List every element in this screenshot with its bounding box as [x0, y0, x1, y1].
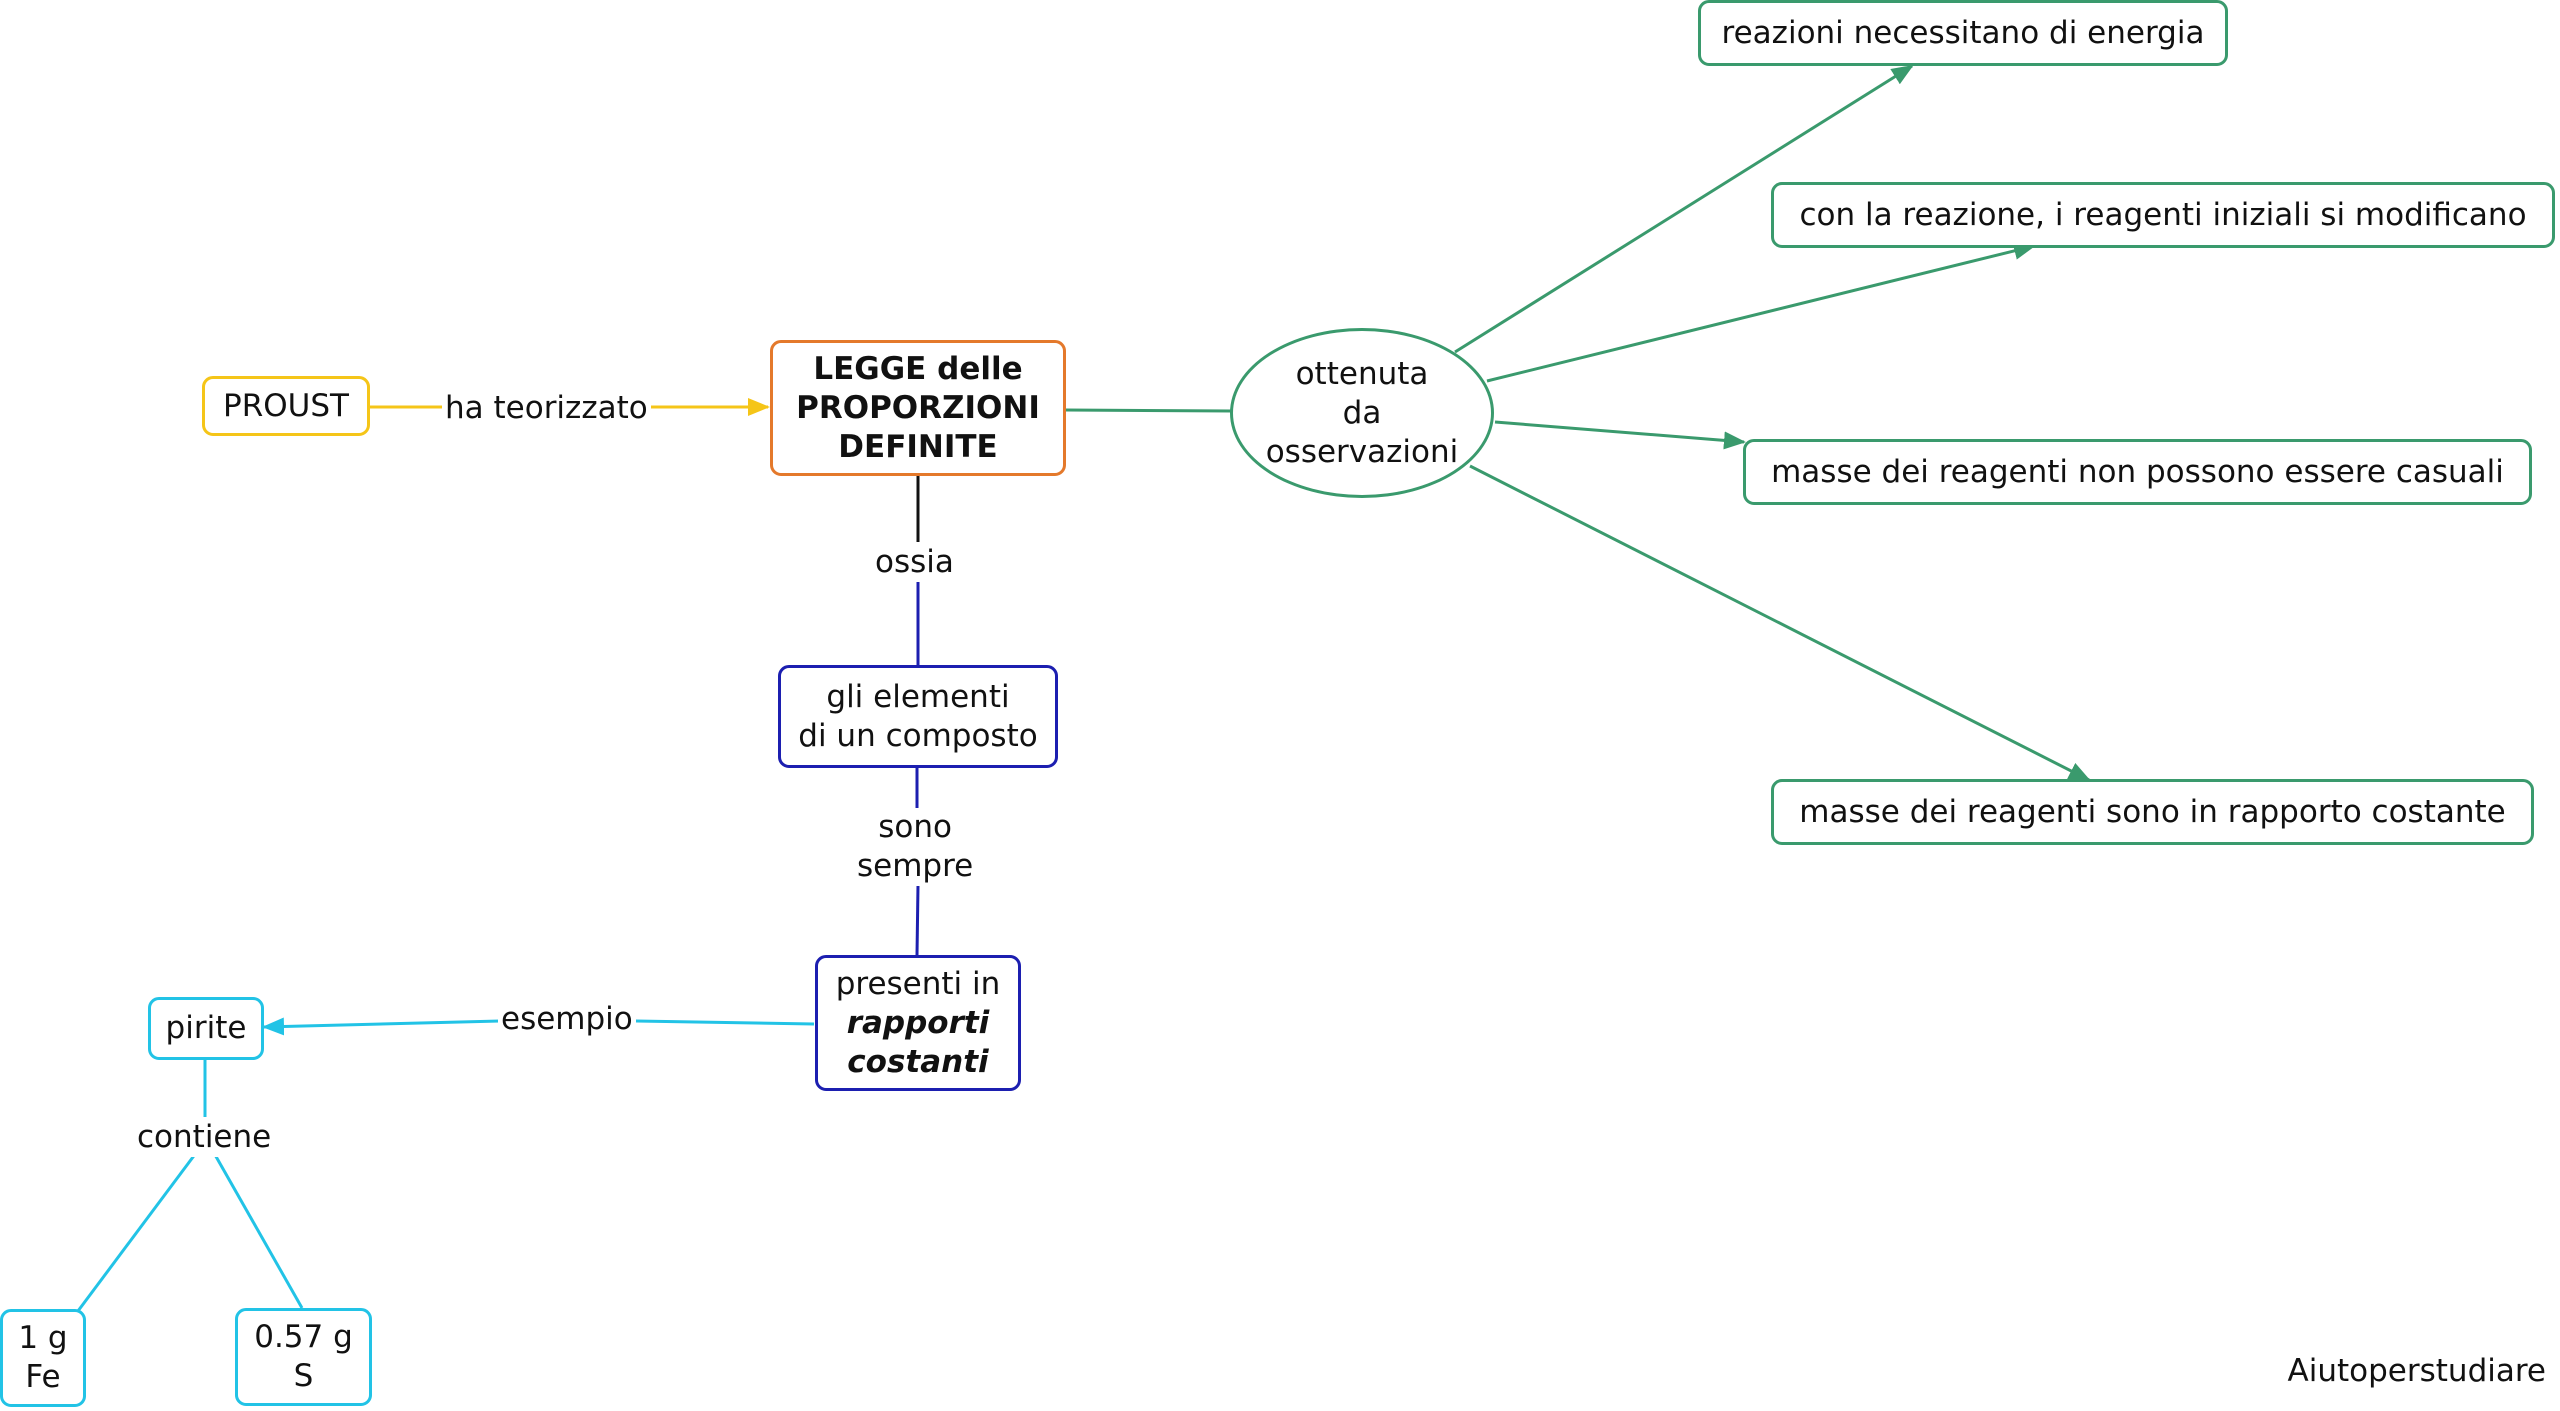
node-presenti-rapporti[interactable]: presenti in rapporti costanti — [815, 955, 1021, 1091]
node-legge-proporzioni[interactable]: LEGGE delle PROPORZIONI DEFINITE — [770, 340, 1066, 476]
watermark-text: Aiutoperstudiare — [2287, 1353, 2546, 1389]
link-sono-presenti — [915, 884, 920, 956]
node-ottenuta-osservazioni[interactable]: ottenuta da osservazioni — [1230, 328, 1494, 498]
label-esempio: esempio — [498, 1000, 636, 1039]
node-fe[interactable]: 1 g Fe — [0, 1309, 86, 1407]
link-contiene-fe — [76, 1152, 198, 1312]
label-ossia: ossia — [872, 543, 957, 582]
node-obs-reagenti-modificano[interactable]: con la reazione, i reagenti iniziali si … — [1771, 182, 2555, 248]
node-proust[interactable]: PROUST — [202, 376, 370, 436]
link-ottenuta-obs2 — [1486, 242, 2036, 383]
link-ottenuta-obs3 — [1494, 420, 1746, 450]
node-elementi-composto[interactable]: gli elementi di un composto — [778, 665, 1058, 768]
node-obs-masse-costante[interactable]: masse dei reagenti sono in rapporto cost… — [1771, 779, 2534, 845]
node-obs-energia[interactable]: reazioni necessitano di energia — [1698, 0, 2228, 66]
link-contiene-s — [212, 1152, 304, 1309]
node-s[interactable]: 0.57 g S — [235, 1308, 372, 1406]
link-ottenuta-obs1 — [1454, 64, 1914, 354]
link-ottenuta-obs4 — [1469, 464, 2091, 782]
link-legge-ottenuta — [1065, 408, 1233, 413]
label-contiene: contiene — [134, 1118, 275, 1157]
label-ha-teorizzato: ha teorizzato — [442, 389, 651, 428]
node-obs-masse-casuali[interactable]: masse dei reagenti non possono essere ca… — [1743, 439, 2532, 505]
node-pirite[interactable]: pirite — [148, 997, 264, 1060]
